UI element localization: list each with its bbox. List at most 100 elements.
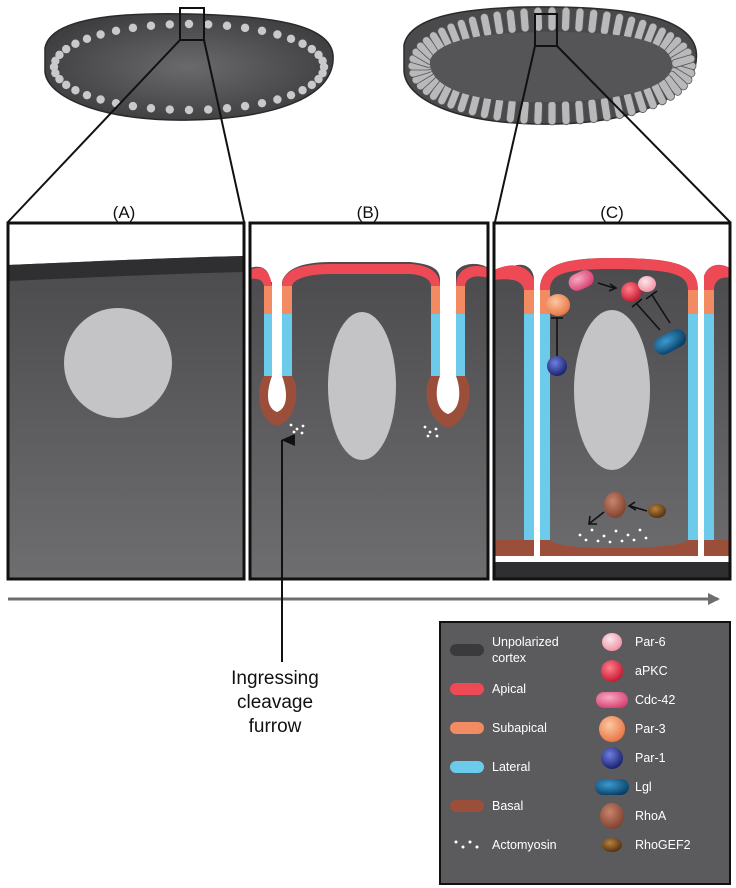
panel-b [248,221,490,581]
legend-label: Par-1 [635,751,666,765]
embryo-nucleus [184,105,194,115]
legend-item-lateral: Lateral [450,760,530,774]
embryo-nucleus [314,50,323,60]
embryo-nucleus [318,68,327,78]
embryo-nucleus [71,86,80,95]
annotation-line-1: Ingressing [231,668,319,689]
embryo-nucleus [96,95,105,104]
legend-item-rhoa: RhoA [600,803,667,829]
legend-item-par-3: Par-3 [599,716,666,742]
legend-swatch [450,683,484,695]
legend-label: Par-6 [635,635,666,649]
par3-protein [546,294,570,316]
embryo-nucleus [204,105,213,114]
apkc-protein [621,282,641,302]
embryo-nucleus [222,21,232,30]
embryo-nucleus [257,98,267,108]
embryo-cell [574,7,585,33]
embryo-nucleus [204,20,213,29]
embryo-nucleus [146,21,156,30]
embryo-cell [561,100,571,126]
embryo-early [44,7,334,121]
embryo-nucleus [184,19,194,29]
legend-item-par-6: Par-6 [602,633,666,651]
rhogef2-protein [648,504,666,518]
panel-label-c: (C) [600,203,624,222]
legend-protein-icon [596,692,628,708]
nucleus [574,310,650,470]
embryo-nucleus [318,56,327,66]
legend-dot [461,845,465,849]
zoom-box-late [534,13,558,47]
legend-label: Subapical [492,721,547,735]
legend-protein-icon [601,660,623,682]
nucleus [328,312,396,460]
embryo-nucleus [111,26,121,36]
embryo-nucleus [307,44,317,54]
embryo-nucleus [286,90,296,100]
embryo-nucleus [51,56,60,66]
embryo-nucleus [96,30,105,39]
rhoa-protein [604,492,626,518]
legend-label: Actomyosin [492,838,557,852]
legend-label: Lgl [635,780,652,794]
legend-label: RhoA [635,809,667,823]
embryo-nucleus [128,101,138,111]
panel-label-a: (A) [113,203,136,222]
legend-label: aPKC [635,664,668,678]
embryo-cell [574,99,585,125]
embryo-nucleus [307,80,317,90]
embryo-nucleus [222,104,232,113]
legend-label: Lateral [492,760,530,774]
embryo-nucleus [61,44,71,54]
panel-c [492,221,732,581]
legend-swatch [450,800,484,812]
embryo-nucleus [82,34,92,44]
embryo-cellularized [403,6,698,126]
legend-protein-icon [601,747,623,769]
legend-label: Par-3 [635,722,666,736]
annotation-line-2: cleavage [237,692,313,713]
embryo-nucleus [55,74,64,84]
legend-swatch [450,644,484,656]
zoom-box-early [179,7,205,41]
embryo-cell [533,100,543,126]
embryo-nucleus [71,39,80,48]
legend-item-apkc: aPKC [601,660,668,682]
embryo-nucleus [240,101,250,111]
embryo-nucleus [298,39,307,48]
embryo-cell [547,6,557,32]
legend-protein-icon [595,779,629,795]
legend-item-apical: Apical [450,682,526,696]
legend-item-rhogef2: RhoGEF2 [602,838,691,852]
legend-label: Cdc-42 [635,693,675,707]
annotation-line-3: furrow [249,716,302,737]
embryo-nucleus [55,50,64,60]
embryo-nucleus [165,20,174,29]
legend-protein-icon [599,716,625,742]
embryo-cell [547,100,557,126]
legend-dot [454,840,458,844]
legend-swatch [450,761,484,773]
legend-item-actomyosin: Actomyosin [454,838,557,852]
legend-label: Basal [492,799,523,813]
embryo-cell [519,7,530,33]
embryo-nucleus [165,105,174,114]
embryo-nucleus [82,90,92,100]
legend-dot [475,845,479,849]
embryo-nucleus [273,95,282,104]
legend-protein-icon [602,633,622,651]
legend-swatch [450,722,484,734]
embryo-cell [561,6,571,32]
legend-item-lgl: Lgl [595,779,652,795]
par1-protein [547,356,567,376]
panel-label-b: (B) [357,203,380,222]
legend-dot [468,840,472,844]
legend-protein-icon [602,838,622,852]
legend-item-basal: Basal [450,799,523,813]
embryo-nucleus [128,23,138,33]
